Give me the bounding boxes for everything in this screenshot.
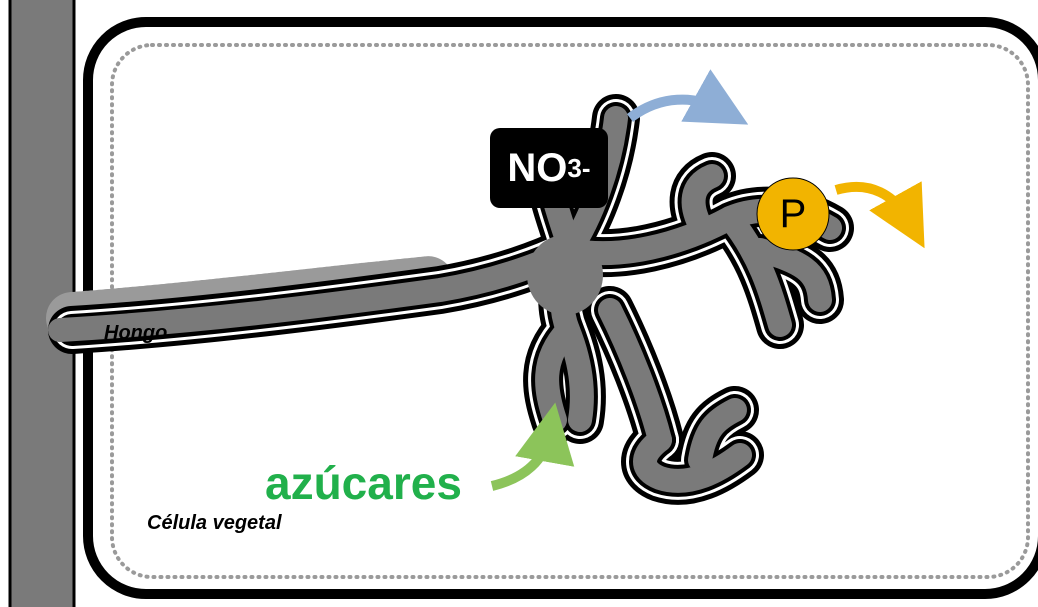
phosphorus-label: P: [757, 178, 829, 250]
fungus-label: Hongo: [104, 322, 167, 345]
nitrate-label-base: NO: [507, 146, 567, 191]
nitrate-label-subscript: 3: [567, 153, 581, 184]
sugars-label: azúcares: [265, 456, 462, 510]
plant-cell-label: Célula vegetal: [147, 512, 282, 535]
nitrate-label-superscript: -: [582, 153, 591, 184]
